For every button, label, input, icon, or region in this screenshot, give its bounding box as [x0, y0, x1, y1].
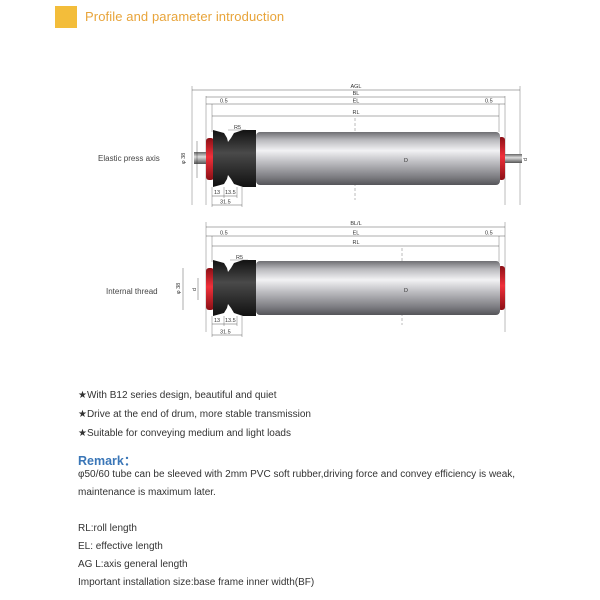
dia38-label: φ 38	[176, 283, 182, 294]
left-gap-dimension: 0.5	[220, 99, 228, 105]
tube-diameter-label: D	[404, 158, 408, 164]
rl-dimension: RL	[352, 110, 359, 116]
definition-item: Important installation size:base frame i…	[78, 577, 315, 588]
dia38-label: φ 38	[181, 153, 187, 164]
right-gap-dimension: 0.5	[485, 99, 493, 105]
bll-dimension: BL/L	[350, 221, 361, 227]
feature-item: ★Drive at the end of drum, more stable t…	[78, 409, 311, 420]
width-13-label: 13	[214, 190, 220, 196]
definition-list: RL:roll length EL: effective length AG L…	[78, 520, 314, 592]
roller-tube	[256, 132, 500, 185]
page-title: Profile and parameter introduction	[85, 9, 285, 24]
roller-tube	[256, 261, 500, 315]
remark-title: Remark：	[78, 454, 137, 468]
right-shaft	[498, 154, 522, 163]
tube-diameter-label: D	[404, 288, 408, 294]
top-drawing: AGL BL 0.5 EL 0.5 RL D d R5 φ 38 13 13.5…	[181, 84, 529, 207]
r5-label: R5	[234, 125, 241, 131]
width-31-5-label: 31.5	[220, 330, 231, 336]
rl-dimension: RL	[352, 240, 359, 246]
right-gap-dimension: 0.5	[485, 231, 493, 237]
remark-body: φ50/60 tube can be sleeved with 2mm PVC …	[78, 469, 516, 498]
shaft-diameter-label: d	[192, 288, 198, 291]
double-sprocket	[213, 260, 256, 316]
r5-label: R5	[236, 255, 243, 261]
shaft-diameter-label: d	[523, 158, 529, 161]
bl-dimension: BL	[353, 91, 360, 97]
feature-list: ★With B12 series design, beautiful and q…	[78, 386, 311, 443]
definition-item: AG L:axis general length	[78, 559, 188, 570]
internal-thread-label: Internal thread	[106, 287, 158, 296]
width-13-label: 13	[214, 318, 220, 324]
agl-dimension: AGL	[350, 84, 361, 90]
bottom-drawing: BL/L 0.5 EL 0.5 RL D R5 φ 38 d 13 13.5 3…	[176, 221, 506, 337]
el-dimension: EL	[353, 231, 360, 237]
definition-item: RL:roll length	[78, 523, 137, 534]
left-end-cap	[206, 138, 214, 180]
feature-item: ★Suitable for conveying medium and light…	[78, 428, 291, 439]
double-sprocket	[213, 130, 256, 187]
width-13-5-label: 13.5	[225, 190, 236, 196]
definition-item: EL: effective length	[78, 541, 163, 552]
el-dimension: EL	[353, 99, 360, 105]
width-31-5-label: 31.5	[220, 200, 231, 206]
feature-item: ★With B12 series design, beautiful and q…	[78, 390, 277, 401]
left-gap-dimension: 0.5	[220, 231, 228, 237]
elastic-press-axis-label: Elastic press axis	[98, 154, 160, 163]
left-end-cap	[206, 268, 214, 310]
width-13-5-label: 13.5	[225, 318, 236, 324]
header-accent-square	[55, 6, 77, 28]
